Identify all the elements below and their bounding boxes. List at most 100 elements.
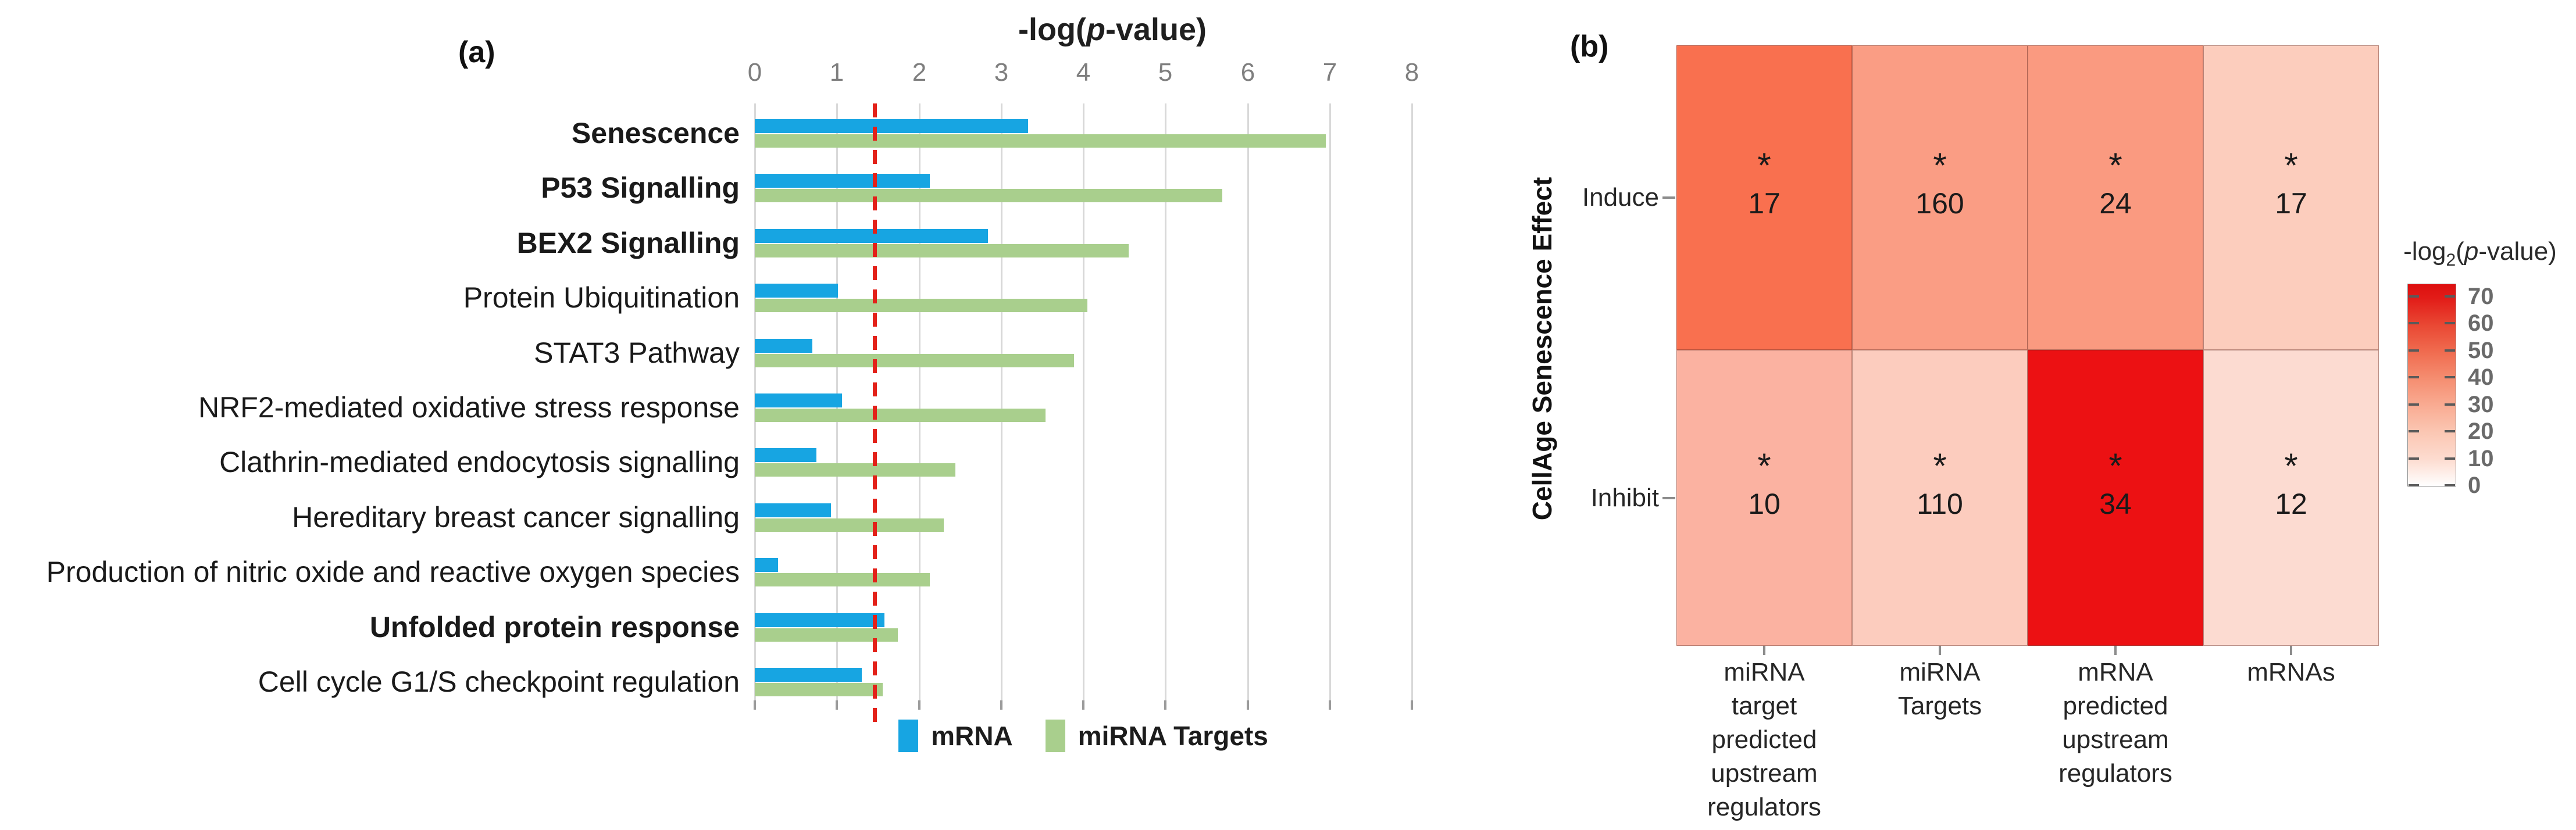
heatmap-row-tick xyxy=(1662,497,1675,499)
category-label: Clathrin-mediated endocytosis signalling xyxy=(219,446,740,478)
heatmap-cell-star: * xyxy=(2284,446,2298,485)
category-label: NRF2-mediated oxidative stress response xyxy=(198,391,740,424)
heatmap-row-tick xyxy=(1662,196,1675,199)
category-label: Cell cycle G1/S checkpoint regulation xyxy=(258,666,740,698)
colorbar-tick-label: 50 xyxy=(2468,338,2494,363)
x-tick-label: 6 xyxy=(1240,58,1255,87)
colorbar-tick-right xyxy=(2445,295,2455,298)
heatmap-cell xyxy=(2203,45,2379,350)
colorbar-tick-label: 40 xyxy=(2468,364,2494,390)
category-label: STAT3 Pathway xyxy=(534,337,740,369)
heatmap-cell xyxy=(1852,45,2028,350)
colorbar-tick-left xyxy=(2409,322,2419,324)
colorbar-tick-label: 70 xyxy=(2468,284,2494,309)
bar-mrna xyxy=(755,503,831,517)
colorbar-tick-label: 30 xyxy=(2468,392,2494,417)
x-tick-mark xyxy=(1164,700,1166,710)
x-gridline xyxy=(1411,103,1413,700)
heatmap-cell-count: 160 xyxy=(1915,187,1964,220)
heatmap-col-label: miRNA target predicted upstream regulato… xyxy=(1707,658,1821,821)
x-gridline xyxy=(1165,103,1166,700)
category-label: Hereditary breast cancer signalling xyxy=(292,501,740,534)
colorbar xyxy=(2407,284,2456,486)
heatmap-col-tick xyxy=(1939,646,1941,655)
colorbar-tick-right xyxy=(2445,430,2455,432)
bar-mrna xyxy=(755,229,988,243)
heatmap-y-axis-label: CellAge Senescence Effect xyxy=(1527,177,1557,521)
bar-mrna xyxy=(755,174,930,188)
colorbar-title-paren: ( xyxy=(2456,237,2464,266)
bar-mirna-targets xyxy=(755,299,1087,312)
x-tick-mark xyxy=(754,700,756,710)
colorbar-tick-left xyxy=(2409,295,2419,298)
colorbar-tick-left xyxy=(2409,349,2419,352)
heatmap-col-tick xyxy=(1763,646,1765,655)
bar-mrna xyxy=(755,613,884,627)
colorbar-tick-right xyxy=(2445,349,2455,352)
category-label: BEX2 Signalling xyxy=(516,227,740,259)
bar-mirna-targets xyxy=(755,628,898,642)
heatmap-cell-star: * xyxy=(1933,146,1947,185)
x-tick-mark xyxy=(918,700,920,710)
heatmap-cell-star: * xyxy=(2108,446,2122,485)
colorbar-title-text: -log xyxy=(2403,237,2446,266)
colorbar-tick-left xyxy=(2409,376,2419,378)
heatmap-row-label: Inhibit xyxy=(1590,484,1659,512)
bar-mirna-targets xyxy=(755,354,1074,367)
x-tick-label: 4 xyxy=(1076,58,1091,87)
heatmap-cell-star: * xyxy=(2108,146,2122,185)
legend-label: mRNA xyxy=(931,721,1013,751)
heatmap-cell xyxy=(2028,45,2203,350)
colorbar-tick-label: 0 xyxy=(2468,473,2481,498)
x-tick-mark xyxy=(836,700,838,710)
colorbar-tick-right xyxy=(2445,484,2455,486)
heatmap-cell-count: 10 xyxy=(1748,488,1781,520)
category-label: Unfolded protein response xyxy=(369,611,740,643)
panel-a-axis-title: -log(p-value) xyxy=(775,12,1450,48)
heatmap-cell-count: 17 xyxy=(2275,187,2307,220)
panel-b-label: (b) xyxy=(1570,30,1609,63)
colorbar-tick-left xyxy=(2409,403,2419,406)
colorbar-tick-right xyxy=(2445,376,2455,378)
legend-label: miRNA Targets xyxy=(1078,721,1268,751)
legend-swatch xyxy=(898,720,919,752)
bar-mirna-targets xyxy=(755,189,1222,202)
threshold-line xyxy=(873,103,877,724)
x-tick-label: 2 xyxy=(912,58,927,87)
x-gridline xyxy=(1083,103,1084,700)
heatmap-cell xyxy=(1852,350,2028,646)
heatmap-col-tick xyxy=(2114,646,2117,655)
bar-mirna-targets xyxy=(755,134,1326,148)
category-label: Production of nitric oxide and reactive … xyxy=(46,556,740,588)
heatmap-cell-star: * xyxy=(1933,446,1947,485)
colorbar-tick-label: 10 xyxy=(2468,446,2494,471)
colorbar-tick-right xyxy=(2445,457,2455,460)
heatmap-cell-count: 24 xyxy=(2099,187,2132,220)
heatmap-cell xyxy=(2203,350,2379,646)
bar-mrna xyxy=(755,448,816,462)
x-tick-label: 1 xyxy=(829,58,844,87)
colorbar-tick-label: 60 xyxy=(2468,310,2494,336)
bar-mirna-targets xyxy=(755,409,1046,422)
heatmap-cell-count: 110 xyxy=(1917,488,1963,520)
axis-title-italic-p: p xyxy=(1086,12,1105,47)
category-label: Protein Ubiquitination xyxy=(463,281,740,314)
heatmap-cell-count: 12 xyxy=(2275,488,2307,520)
x-tick-label: 8 xyxy=(1404,58,1419,87)
x-tick-mark xyxy=(1411,700,1413,710)
bar-mrna xyxy=(755,668,862,682)
x-tick-label: 5 xyxy=(1158,58,1173,87)
heatmap-cell-count: 17 xyxy=(1748,187,1781,220)
x-tick-mark xyxy=(1329,700,1331,710)
heatmap-cell xyxy=(1676,350,1852,646)
legend: mRNA miRNA Targets xyxy=(755,720,1412,752)
x-tick-label: 0 xyxy=(747,58,762,87)
colorbar-title-text2: -value) xyxy=(2478,237,2557,266)
bar-mrna xyxy=(755,119,1028,133)
bar-mirna-targets xyxy=(755,244,1129,257)
heatmap-cell-star: * xyxy=(1757,146,1771,185)
heatmap-cell-star: * xyxy=(2284,146,2298,185)
heatmap-col-label: miRNA Targets xyxy=(1897,658,1982,720)
bar-mirna-targets xyxy=(755,573,930,586)
